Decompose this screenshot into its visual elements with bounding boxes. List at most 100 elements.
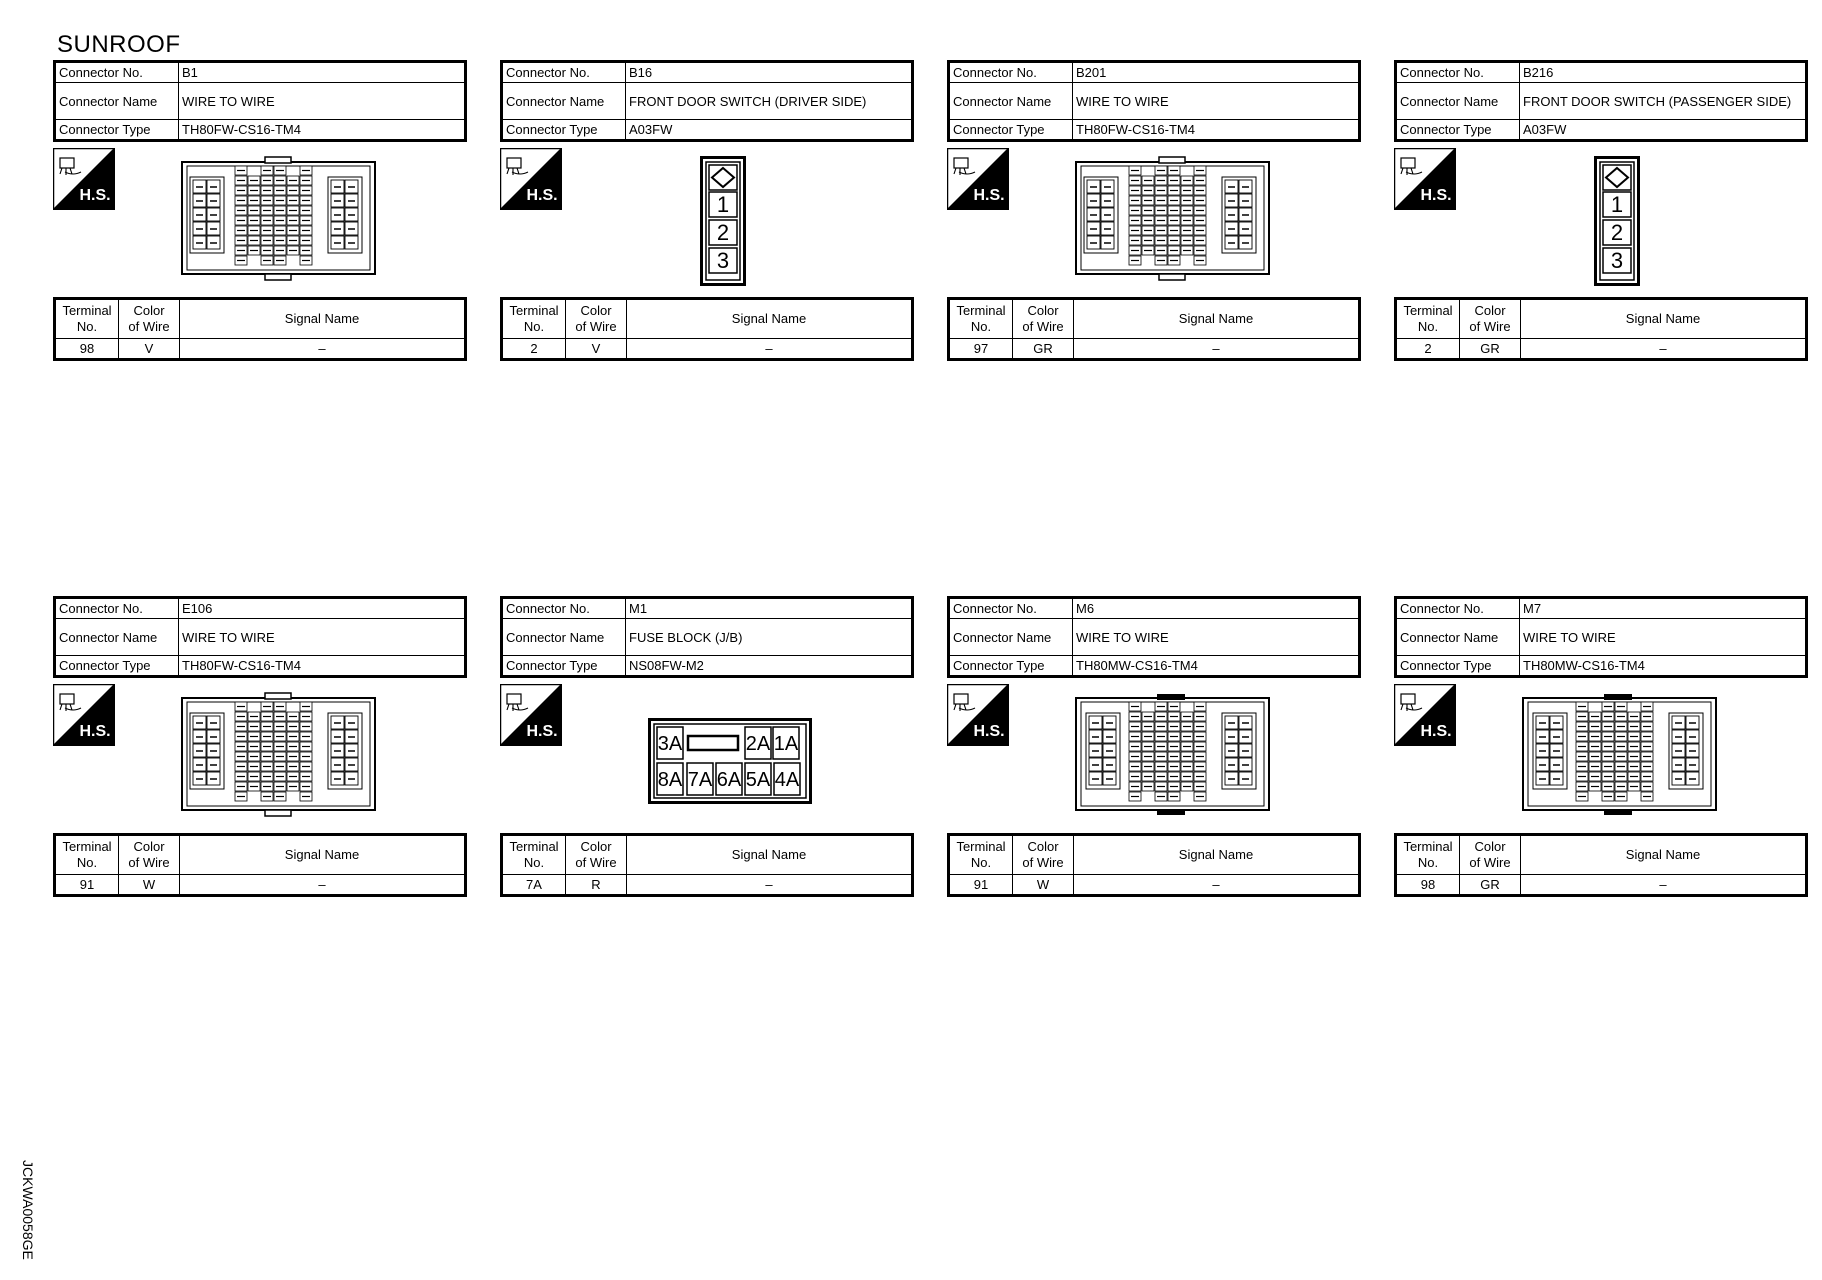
pin-label: 4A [775,769,800,791]
connector-type-value: TH80FW-CS16-TM4 [178,119,466,141]
harness-side-icon: H.S. [53,684,115,746]
hs-label: H.S. [79,187,110,204]
connector-diagram-area: H.S. [53,142,467,297]
hs-label: H.S. [973,723,1004,740]
connector-name-label: Connector Name [54,618,179,656]
wire-color-cell: GR [1012,338,1074,360]
pin-label: 2 [1611,220,1623,245]
signal-name-cell: – [179,874,466,896]
pin-label: 2A [746,733,771,755]
connector-name-value: WIRE TO WIRE [178,618,466,656]
connector-no-value: B16 [625,61,913,83]
terminal-no-cell: 2 [1395,338,1460,360]
connector-no-label: Connector No. [54,61,179,83]
pin-label: 1A [774,733,799,755]
connector-name-value: FUSE BLOCK (J/B) [625,618,913,656]
connector-no-label: Connector No. [1395,597,1520,619]
connector-no-value: B201 [1072,61,1360,83]
connector-no-label: Connector No. [501,61,626,83]
connector-no-value: E106 [178,597,466,619]
terminal-no-cell: 91 [54,874,119,896]
connector-type-label: Connector Type [1395,655,1520,677]
harness-side-icon: H.S. [1394,684,1456,746]
pin-label: 2 [717,220,729,245]
signal-name-header: Signal Name [1520,834,1807,875]
pin-label: 3 [1611,248,1623,273]
hs-label: H.S. [79,723,110,740]
connector-face-diagram [181,692,376,817]
connector-type-label: Connector Type [948,655,1073,677]
connector-name-label: Connector Name [1395,82,1520,120]
terminal-no-cell: 97 [948,338,1013,360]
signal-name-cell: – [626,874,913,896]
connector-no-value: M6 [1072,597,1360,619]
pin-label: 5A [746,769,771,791]
harness-side-icon: H.S. [53,148,115,210]
connector-no-label: Connector No. [501,597,626,619]
connector-name-value: WIRE TO WIRE [1519,618,1807,656]
connector-type-label: Connector Type [501,119,626,141]
connector-name-label: Connector Name [1395,618,1520,656]
terminal-no-cell: 91 [948,874,1013,896]
connector-type-value: TH80FW-CS16-TM4 [1072,119,1360,141]
signal-name-cell: – [1073,874,1360,896]
document-code: JCKWA0058GE [20,1160,36,1260]
connector-type-label: Connector Type [948,119,1073,141]
connector-name-value: WIRE TO WIRE [178,82,466,120]
signal-name-header: Signal Name [626,298,913,339]
connector-diagram-area: H.S. [947,142,1361,297]
connector-type-value: A03FW [625,119,913,141]
connector-face-diagram [1075,694,1270,815]
wire-color-cell: V [118,338,180,360]
connector-name-label: Connector Name [501,82,626,120]
signal-name-header: Signal Name [1073,298,1360,339]
connector-type-value: TH80MW-CS16-TM4 [1072,655,1360,677]
page-title: SUNROOF [57,31,181,58]
connector-name-label: Connector Name [54,82,179,120]
signal-name-cell: – [1073,338,1360,360]
hs-label: H.S. [1420,723,1451,740]
connector-name-value: FRONT DOOR SWITCH (PASSENGER SIDE) [1519,82,1807,120]
connector-diagram-area: H.S. [1394,678,1808,833]
signal-name-cell: – [1520,874,1807,896]
connector-type-value: TH80MW-CS16-TM4 [1519,655,1807,677]
harness-side-icon: H.S. [947,684,1009,746]
terminal-no-cell: 2 [501,338,566,360]
signal-name-header: Signal Name [179,298,466,339]
connector-no-value: B216 [1519,61,1807,83]
hs-label: H.S. [1420,187,1451,204]
harness-side-icon: H.S. [500,684,562,746]
pin-label: 3 [717,248,729,273]
